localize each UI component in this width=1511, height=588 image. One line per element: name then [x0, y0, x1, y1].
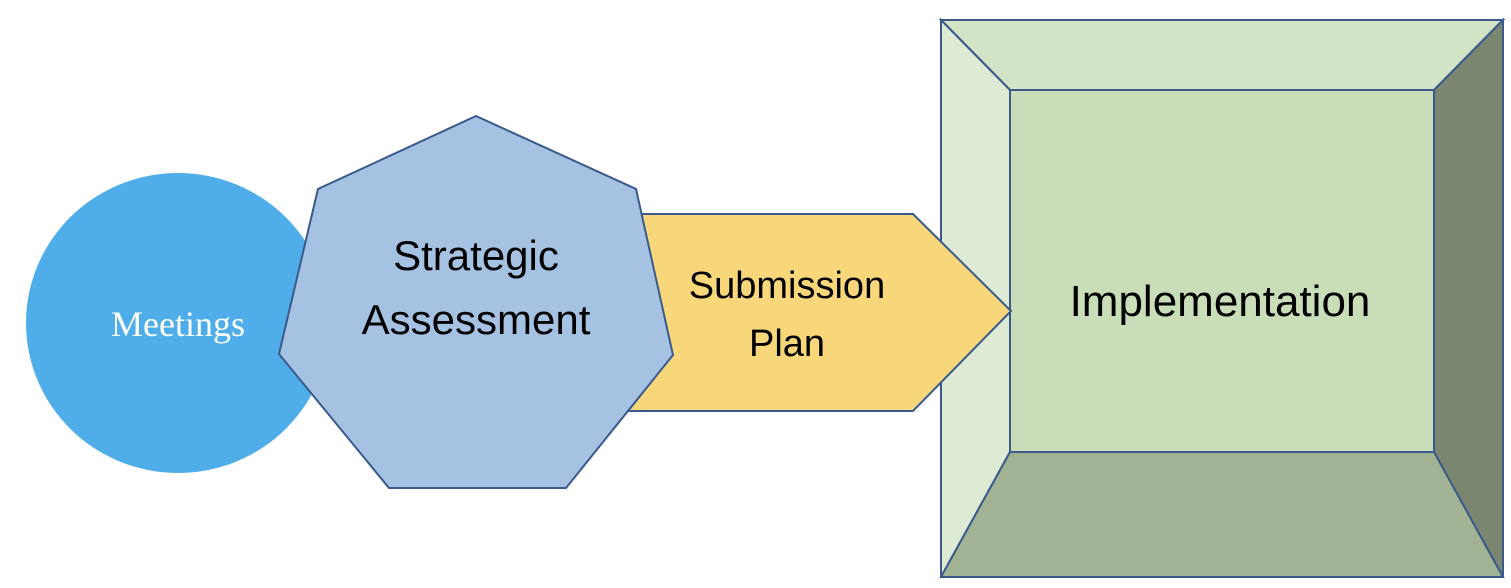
meetings-circle	[26, 173, 330, 473]
submission-plan-label-line2: Plan	[749, 323, 825, 365]
strategic-assessment-label-line2: Assessment	[362, 296, 591, 343]
meetings-node: Meetings	[26, 173, 330, 473]
bevel-top	[938, 19, 1506, 91]
implementation-face	[1009, 89, 1435, 453]
strategic-assessment-node: Strategic Assessment	[277, 114, 675, 489]
strategic-assessment-label-line1: Strategic	[393, 232, 559, 279]
strategic-assessment-heptagon	[277, 114, 675, 489]
submission-plan-node: Submission Plan	[625, 213, 1013, 412]
bevel-bottom	[939, 451, 1505, 578]
implementation-label: Implementation	[1070, 277, 1371, 326]
meetings-label: Meetings	[111, 304, 245, 344]
implementation-node: Implementation	[938, 17, 1506, 578]
submission-plan-label-line1: Submission	[689, 265, 885, 307]
